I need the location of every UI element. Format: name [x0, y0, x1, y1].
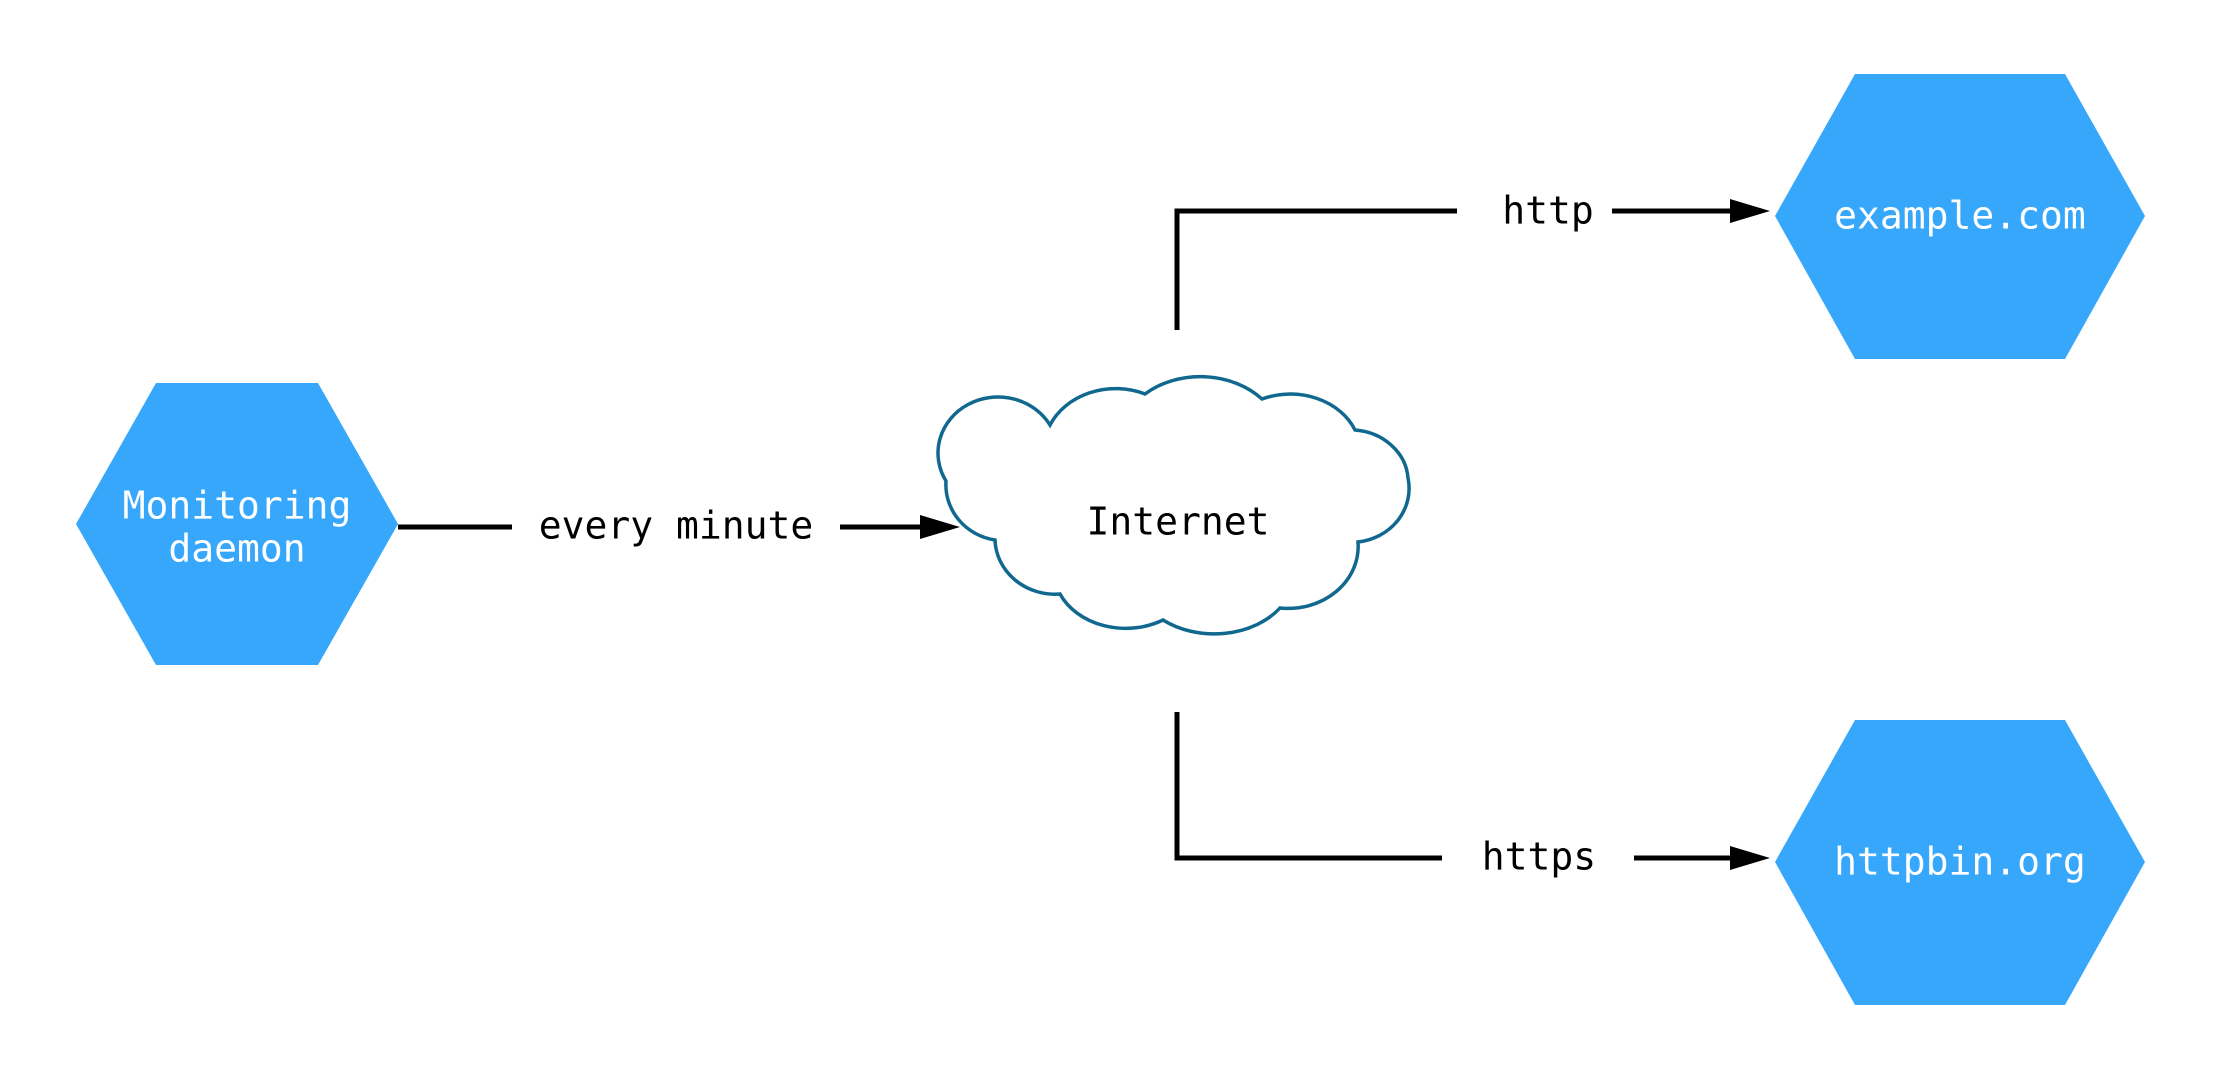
node-label-line2: daemon	[168, 527, 305, 571]
edge-internet-to-httpbin[interactable]: https	[1174, 712, 1770, 879]
edge-internet-to-example[interactable]: http	[1174, 189, 1770, 331]
hexagon-shape	[1775, 74, 2145, 359]
node-label-internet: Internet	[1086, 500, 1269, 544]
node-label-example-com: example.com	[1834, 194, 2086, 238]
hexagon-shape	[76, 383, 398, 665]
edge-path-http	[1174, 208, 1457, 330]
node-monitoring-daemon[interactable]: Monitoring daemon	[76, 383, 398, 665]
node-internet[interactable]: Internet	[936, 374, 1411, 636]
edge-label-https: https	[1482, 835, 1596, 879]
arrowhead-icon	[920, 515, 960, 539]
edge-label-http: http	[1502, 189, 1594, 233]
node-label-line1: Monitoring	[123, 484, 352, 528]
node-httpbin-org[interactable]: httpbin.org	[1775, 720, 2145, 1005]
arrowhead-icon	[1730, 846, 1770, 870]
edge-path-https	[1174, 712, 1442, 861]
edge-label-every-minute: every minute	[539, 504, 814, 548]
cloud-shape	[936, 374, 1411, 636]
edge-daemon-to-internet[interactable]: every minute	[398, 504, 960, 548]
hexagon-shape	[1775, 720, 2145, 1005]
node-label-httpbin-org: httpbin.org	[1834, 840, 2086, 884]
arrowhead-icon	[1730, 199, 1770, 223]
node-example-com[interactable]: example.com	[1775, 74, 2145, 359]
